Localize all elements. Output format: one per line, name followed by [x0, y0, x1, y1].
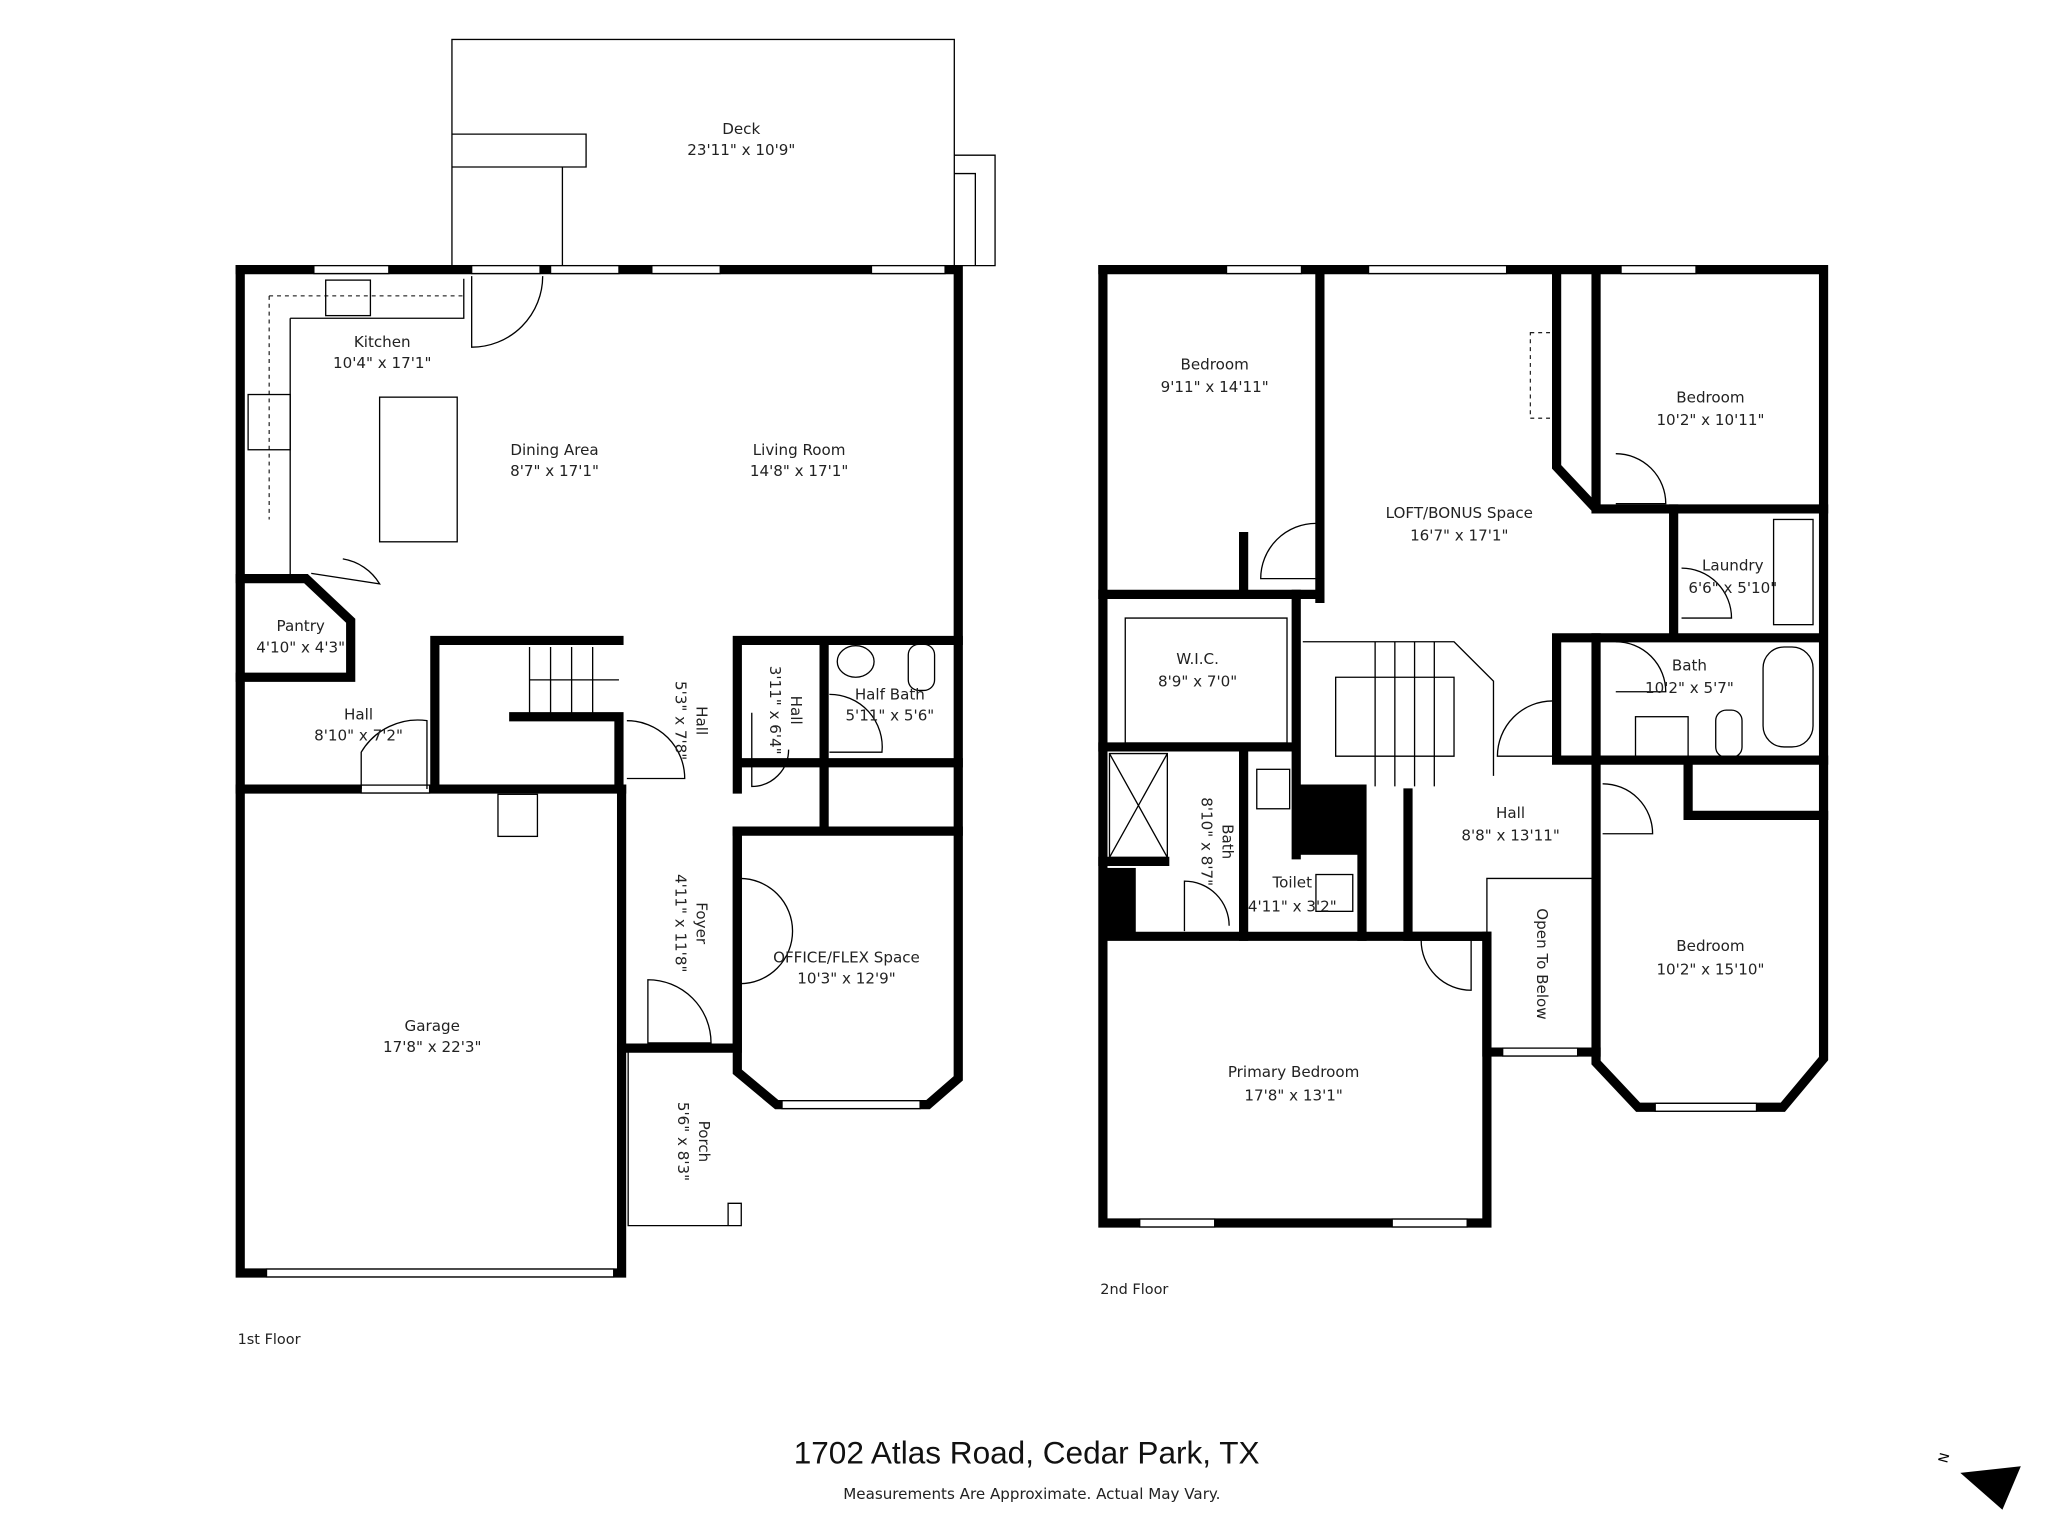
floor1-label: 1st Floor	[238, 1332, 301, 1348]
kitchen-dims: 10'4" x 17'1"	[333, 354, 431, 372]
half-bath-dims: 5'11" x 5'6"	[845, 707, 934, 725]
address-title: 1702 Atlas Road, Cedar Park, TX	[794, 1435, 1260, 1471]
wic-name: W.I.C.	[1176, 650, 1219, 668]
windows	[265, 264, 946, 1278]
windows	[1139, 264, 1758, 1228]
office-name: OFFICE/FLEX Space	[773, 949, 920, 967]
deck-dims: 23'11" x 10'9"	[687, 141, 795, 159]
half-bath-name: Half Bath	[855, 686, 925, 704]
porch-name: Porch	[695, 1121, 713, 1163]
open-to-below: Open To Below	[1533, 908, 1551, 1019]
walls	[235, 264, 963, 1278]
toilet-name: Toilet	[1272, 874, 1313, 892]
first-floor-plan: Deck 23'11" x 10'9" Kitchen 10'4" x 17'1…	[235, 38, 996, 1348]
toilet-dims: 4'11" x 3'2"	[1248, 897, 1337, 915]
disclaimer: Measurements Are Approximate. Actual May…	[843, 1485, 1220, 1503]
hall-b-name: Hall	[693, 706, 711, 735]
hall-c-dims: 3'11" x 6'4"	[766, 666, 784, 755]
bath-hall-dims: 10'2" x 5'7"	[1645, 679, 1734, 697]
hall-c-name: Hall	[787, 696, 805, 725]
second-floor-plan: Bedroom 9'11" x 14'11" Bedroom 10'2" x 1…	[1098, 264, 1829, 1298]
bedroom-ne-name: Bedroom	[1676, 388, 1744, 406]
floor2-label: 2nd Floor	[1100, 1282, 1168, 1298]
foyer-name: Foyer	[693, 902, 711, 945]
north-arrow-icon: N	[1936, 1451, 2021, 1510]
hall-a-name: Hall	[344, 705, 373, 723]
primary-name: Primary Bedroom	[1228, 1063, 1360, 1081]
living-name: Living Room	[753, 441, 846, 459]
pantry-dims: 4'10" x 4'3"	[256, 638, 345, 656]
hall-name: Hall	[1496, 804, 1525, 822]
foyer-dims: 4'11" x 11'8"	[672, 874, 690, 972]
pantry-name: Pantry	[277, 617, 325, 635]
laundry-name: Laundry	[1702, 557, 1764, 575]
hall-dims: 8'8" x 13'11"	[1461, 826, 1559, 844]
bedroom-nw-dims: 9'11" x 14'11"	[1161, 378, 1269, 396]
bedroom-se-dims: 10'2" x 15'10"	[1656, 960, 1764, 978]
bedroom-nw-name: Bedroom	[1181, 356, 1249, 374]
living-dims: 14'8" x 17'1"	[750, 462, 848, 480]
hall-b-dims: 5'3" x 7'8"	[672, 681, 690, 760]
porch-dims: 5'6" x 8'3"	[674, 1102, 692, 1181]
north-label: N	[1936, 1451, 1953, 1464]
bath-primary-name: Bath	[1219, 824, 1237, 859]
fixtures	[247, 276, 936, 1044]
bath-primary-dims: 8'10" x 8'7"	[1198, 797, 1216, 886]
loft-dims: 16'7" x 17'1"	[1410, 526, 1508, 544]
hall-a-dims: 8'10" x 7'2"	[314, 726, 403, 744]
laundry-dims: 6'6" x 5'10"	[1688, 579, 1777, 597]
bedroom-se-name: Bedroom	[1676, 937, 1744, 955]
office-dims: 10'3" x 12'9"	[797, 970, 895, 988]
garage-dims: 17'8" x 22'3"	[383, 1038, 481, 1056]
loft-name: LOFT/BONUS Space	[1386, 504, 1533, 522]
fixtures	[1108, 332, 1814, 991]
bath-hall-name: Bath	[1672, 657, 1707, 675]
bedroom-ne-dims: 10'2" x 10'11"	[1656, 411, 1764, 429]
kitchen-name: Kitchen	[354, 333, 411, 351]
deck-name: Deck	[722, 120, 760, 138]
wic-dims: 8'9" x 7'0"	[1158, 672, 1237, 690]
dining-name: Dining Area	[510, 441, 598, 459]
dining-dims: 8'7" x 17'1"	[510, 462, 599, 480]
garage-name: Garage	[405, 1017, 460, 1035]
primary-dims: 17'8" x 13'1"	[1244, 1087, 1342, 1105]
